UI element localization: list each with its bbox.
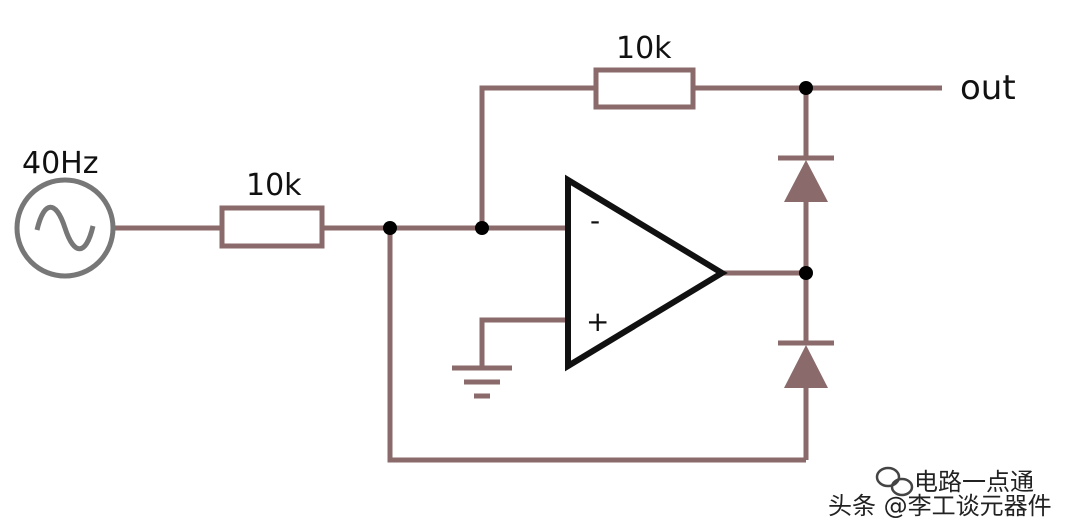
ground-symbol xyxy=(452,365,512,399)
watermark: 电路一点通 头条 @李工谈元器件 xyxy=(828,466,1052,520)
input-resistor-label: 10k xyxy=(246,168,302,203)
junction-node-a xyxy=(383,221,397,235)
opamp-plus-label: + xyxy=(586,305,609,338)
opamp-minus-label: - xyxy=(590,204,600,237)
ac-source xyxy=(14,177,116,279)
junction-node-b xyxy=(475,221,489,235)
wire-feedback-left xyxy=(479,85,596,228)
junction-dots xyxy=(383,81,813,280)
watermark-line1: 电路一点通 xyxy=(914,468,1034,496)
junction-output-top xyxy=(799,81,813,95)
sine-wave-icon xyxy=(34,204,96,252)
watermark-line2: 头条 @李工谈元器件 xyxy=(828,492,1052,520)
wires xyxy=(114,85,942,463)
opamp-triangle xyxy=(565,174,728,372)
wire-noninverting-to-ground xyxy=(479,317,568,366)
diode-upper xyxy=(778,155,834,202)
input-resistor xyxy=(219,205,325,249)
output-label: out xyxy=(960,68,1016,108)
feedback-resistor-label: 10k xyxy=(616,31,672,66)
feedback-resistor xyxy=(593,67,696,110)
wire-bottom-loop xyxy=(387,228,806,463)
diode-lower xyxy=(778,340,834,388)
junction-output-mid xyxy=(799,266,813,280)
source-label: 40Hz xyxy=(22,146,98,181)
wechat-icon xyxy=(875,466,914,497)
